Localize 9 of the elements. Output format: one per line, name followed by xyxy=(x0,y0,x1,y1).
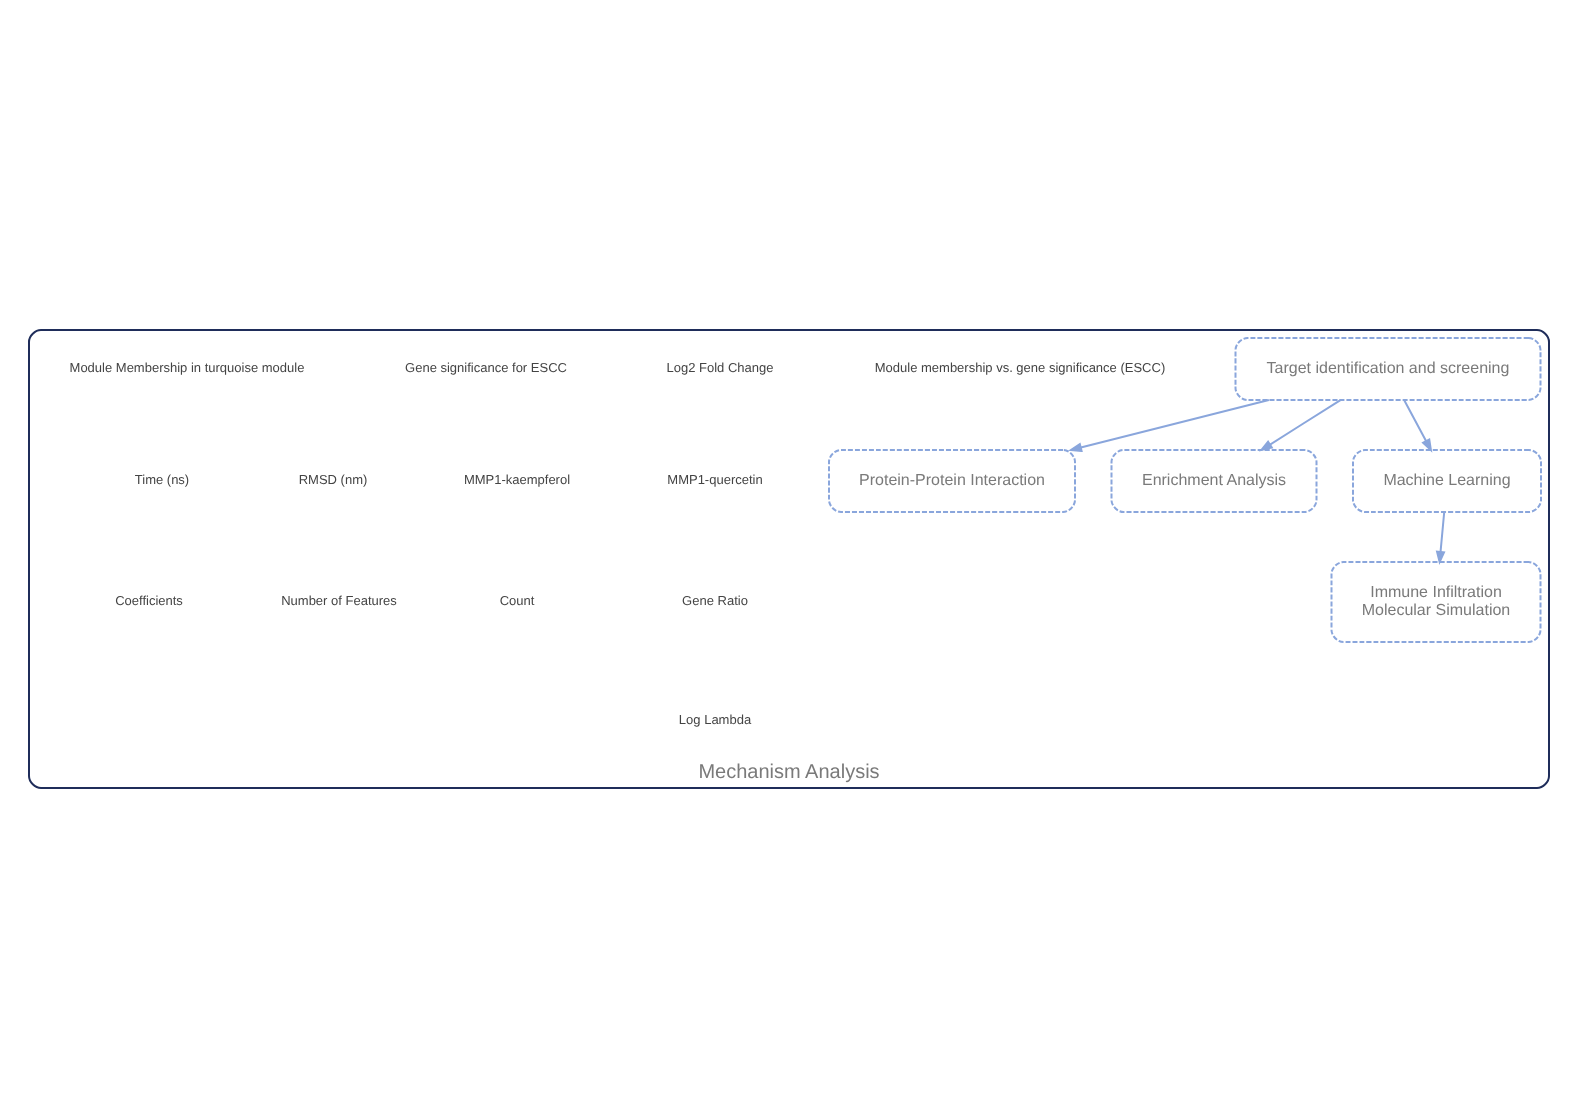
arrow xyxy=(1435,510,1446,564)
node-box: Enrichment Analysis xyxy=(1110,448,1318,512)
node-box: Target identification and screening xyxy=(1234,336,1542,400)
node-box: Immune Infiltration Molecular Simulation xyxy=(1330,560,1542,642)
node-box: Protein-Protein Interaction xyxy=(828,448,1076,512)
node-box: Machine Learning xyxy=(1352,448,1542,512)
arrow xyxy=(1258,398,1342,451)
arrow xyxy=(1403,398,1433,452)
arrow xyxy=(1068,398,1270,452)
